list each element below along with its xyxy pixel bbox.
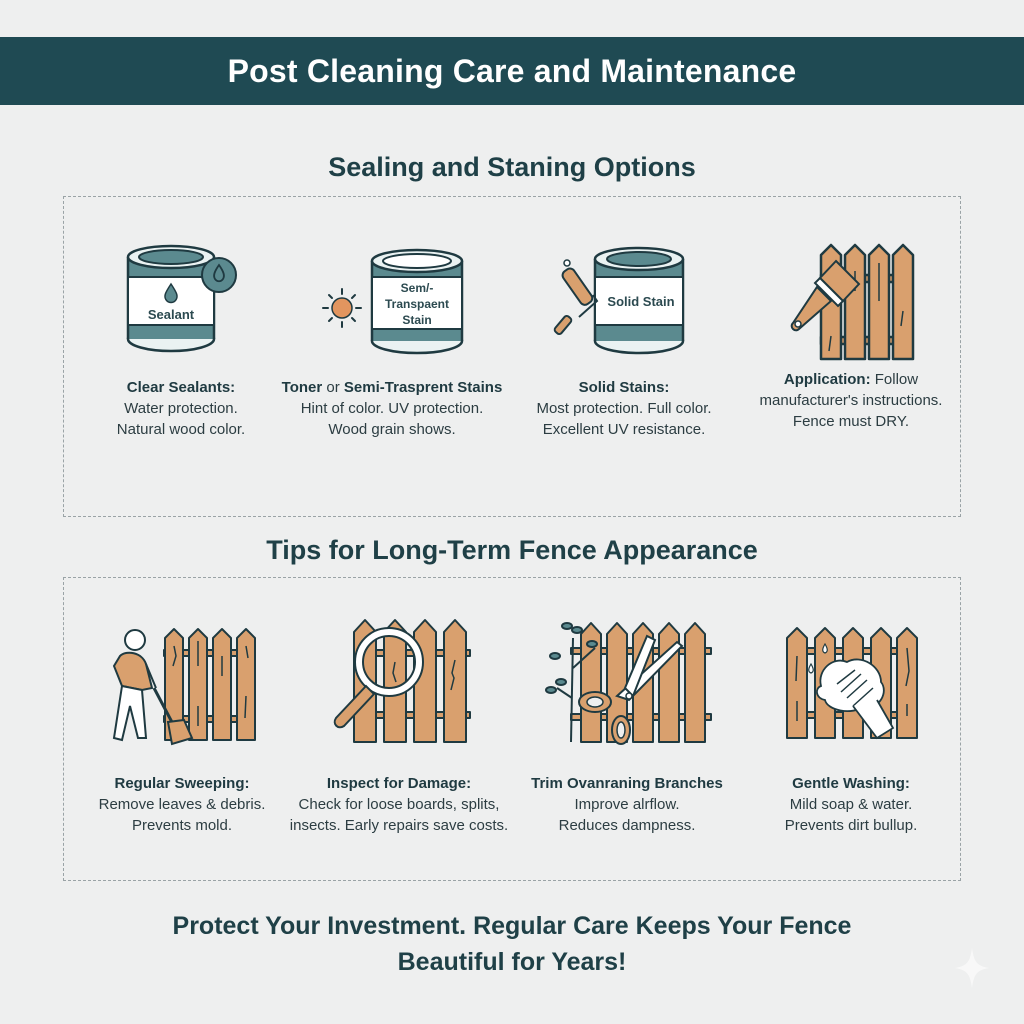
item-heading: Toner (281, 379, 323, 396)
sealing-options-panel: Sealant Clear Sealants: Water protection… (63, 196, 961, 517)
heading-connector: or (322, 379, 344, 396)
title-banner: Post Cleaning Care and Maintenance (0, 37, 1024, 105)
sealing-item-solid-stains: Solid Stain Solid Stains: Most protectio… (504, 197, 744, 517)
item-line: Most protection. Full color. (536, 400, 712, 417)
magnifier-fence-icon (324, 618, 474, 748)
item-heading: Trim Ovanraning Branches (531, 775, 723, 792)
item-line: Excellent UV resistance. (542, 421, 706, 438)
item-line: Remove leaves & debris. (98, 796, 266, 813)
item-line: Hint of color. UV protection. (300, 400, 484, 417)
tip-item-gentle-washing: Gentle Washing: Mild soap & water. Preve… (731, 578, 971, 878)
shears-icon (578, 634, 684, 745)
svg-text:Sealant: Sealant (148, 307, 195, 322)
hand-washing-fence-icon (781, 626, 921, 746)
item-heading: Clear Sealants: (126, 379, 236, 396)
paintbrush-icon (790, 259, 861, 332)
item-line: Wood grain shows. (328, 421, 456, 438)
item-line: Water protection. (124, 400, 238, 417)
section-title-tips: Tips for Long-Term Fence Appearance (266, 535, 758, 565)
item-heading: Regular Sweeping: (114, 775, 250, 792)
item-heading: Application: (783, 371, 871, 388)
item-line: Natural wood color. (116, 421, 246, 438)
sealing-item-clear-sealants: Sealant Clear Sealants: Water protection… (66, 197, 296, 517)
footer-message: Protect Your Investment. Regular Care Ke… (0, 908, 1024, 980)
item-line: Mild soap & water. (789, 796, 913, 813)
sealant-can-icon: Sealant (116, 239, 246, 359)
paint-roller-icon (553, 259, 599, 336)
sweeping-caption: Regular Sweeping: Remove leaves & debris… (62, 773, 302, 836)
item-heading-rest: Follow (870, 371, 919, 388)
item-line: Check for loose boards, splits, (298, 796, 500, 813)
sealing-caption: Clear Sealants: Water protection. Natura… (66, 377, 296, 440)
sealing-item-semi-transparent: Sem/- Transpaent Stain Toner or Semi-Tra… (272, 197, 512, 517)
tip-item-regular-sweeping: Regular Sweeping: Remove leaves & debris… (62, 578, 302, 878)
item-line: Prevents dirt bullup. (784, 817, 918, 834)
tips-panel: Regular Sweeping: Remove leaves & debris… (63, 577, 961, 881)
item-heading: Semi-Trasprent Stains (343, 379, 503, 396)
page-title: Post Cleaning Care and Maintenance (227, 52, 797, 89)
tree-branch-icon (545, 622, 598, 743)
solid-stain-caption: Solid Stains: Most protection. Full colo… (504, 377, 744, 440)
item-line: Prevents mold. (131, 817, 233, 834)
item-line: Improve alrflow. (574, 796, 680, 813)
item-heading: Gentle Washing: (792, 775, 910, 792)
item-line: Fence must DRY. (792, 413, 910, 430)
svg-text:Stain: Stain (402, 313, 431, 327)
svg-text:Sem/-: Sem/- (401, 281, 434, 295)
trim-caption: Trim Ovanraning Branches Improve alrflow… (502, 773, 752, 836)
item-line: insects. Early repairs save costs. (289, 817, 509, 834)
fence-paintbrush-icon (781, 241, 921, 361)
person-sweeping-icon (102, 626, 262, 746)
svg-text:Transpaent: Transpaent (385, 297, 449, 311)
footer-line-2: Beautiful for Years! (397, 948, 627, 976)
tip-item-inspect-damage: Inspect for Damage: Check for loose boar… (274, 578, 524, 878)
sealing-item-application: Application: Follow manufacturer's instr… (731, 197, 971, 517)
inspect-caption: Inspect for Damage: Check for loose boar… (274, 773, 524, 836)
item-heading: Inspect for Damage: (326, 775, 472, 792)
footer-line-1: Protect Your Investment. Regular Care Ke… (172, 912, 852, 940)
item-line: Reduces dampness. (558, 817, 696, 834)
sun-icon (322, 288, 362, 328)
pruning-shears-branch-icon (537, 618, 717, 748)
application-caption: Application: Follow manufacturer's instr… (731, 369, 971, 432)
semi-transparent-caption: Toner or Semi-Trasprent Stains Hint of c… (272, 377, 512, 440)
semi-transparent-stain-can-icon: Sem/- Transpaent Stain (307, 245, 477, 361)
sparkle-icon (955, 948, 989, 988)
solid-stain-can-icon: Solid Stain (549, 239, 699, 361)
section-title-sealing: Sealing and Staning Options (328, 152, 696, 182)
washing-caption: Gentle Washing: Mild soap & water. Preve… (731, 773, 971, 836)
svg-text:Solid Stain: Solid Stain (607, 294, 674, 309)
tip-item-trim-branches: Trim Ovanraning Branches Improve alrflow… (502, 578, 752, 878)
item-line: manufacturer's instructions. (759, 392, 943, 409)
item-heading: Solid Stains: (578, 379, 670, 396)
